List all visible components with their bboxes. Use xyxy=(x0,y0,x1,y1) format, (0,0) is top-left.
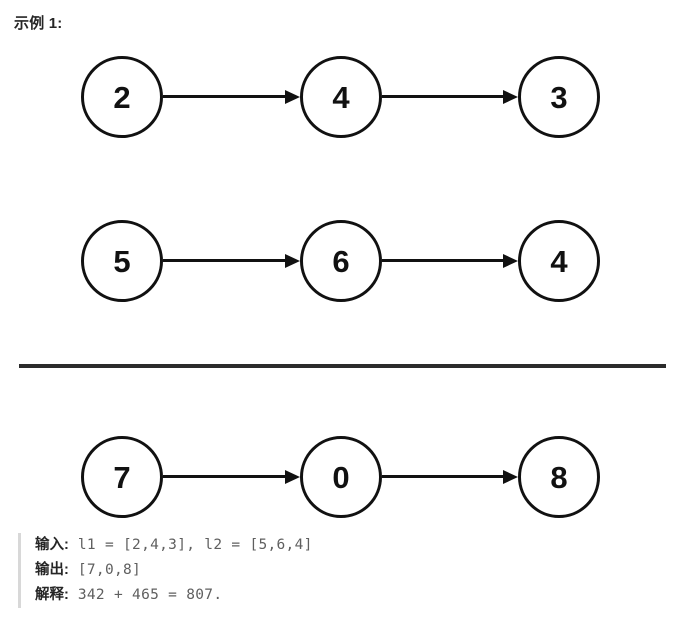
io-line-code: l1 = [2,4,3], l2 = [5,6,4] xyxy=(68,537,313,553)
list-node: 5 xyxy=(81,220,163,302)
list-node: 4 xyxy=(518,220,600,302)
list-node-value: 5 xyxy=(113,243,131,279)
list-node-value: 2 xyxy=(113,79,131,115)
arrow-shaft xyxy=(382,259,505,262)
list-node-value: 3 xyxy=(550,79,568,115)
arrow-shaft xyxy=(163,475,287,478)
io-line-code: 342 + 465 = 807. xyxy=(68,587,223,603)
arrow-shaft xyxy=(163,95,287,98)
io-line-label: 输入: xyxy=(35,537,69,553)
io-line-label: 输出: xyxy=(35,562,69,578)
arrow-shaft xyxy=(382,95,505,98)
list-node-value: 4 xyxy=(332,79,350,115)
list-node-value: 8 xyxy=(550,459,568,495)
arrow-head xyxy=(503,470,518,484)
arrow-head xyxy=(503,254,518,268)
list-node-value: 6 xyxy=(332,243,350,279)
arrow-icon xyxy=(382,469,518,485)
io-line: 输出: [7,0,8] xyxy=(35,558,668,583)
io-line-label: 解释: xyxy=(35,587,69,603)
list-node: 2 xyxy=(81,56,163,138)
list-node-value: 7 xyxy=(113,459,131,495)
arrow-icon xyxy=(163,89,300,105)
section-divider xyxy=(19,364,666,368)
io-block: 输入: l1 = [2,4,3], l2 = [5,6,4]输出: [7,0,8… xyxy=(18,533,668,608)
list-node: 3 xyxy=(518,56,600,138)
arrow-icon xyxy=(163,469,300,485)
page-title: 示例 1: xyxy=(14,15,63,32)
list-node-value: 4 xyxy=(550,243,568,279)
arrow-head xyxy=(503,90,518,104)
io-line: 输入: l1 = [2,4,3], l2 = [5,6,4] xyxy=(35,533,668,558)
arrow-icon xyxy=(382,253,518,269)
list-node: 8 xyxy=(518,436,600,518)
arrow-icon xyxy=(382,89,518,105)
arrow-head xyxy=(285,254,300,268)
list-node: 7 xyxy=(81,436,163,518)
list-node: 6 xyxy=(300,220,382,302)
arrow-head xyxy=(285,90,300,104)
arrow-icon xyxy=(163,253,300,269)
arrow-shaft xyxy=(382,475,505,478)
list-node: 0 xyxy=(300,436,382,518)
list-node: 4 xyxy=(300,56,382,138)
io-line: 解释: 342 + 465 = 807. xyxy=(35,583,668,608)
list-node-value: 0 xyxy=(332,459,350,495)
arrow-head xyxy=(285,470,300,484)
arrow-shaft xyxy=(163,259,287,262)
io-line-code: [7,0,8] xyxy=(68,562,142,578)
